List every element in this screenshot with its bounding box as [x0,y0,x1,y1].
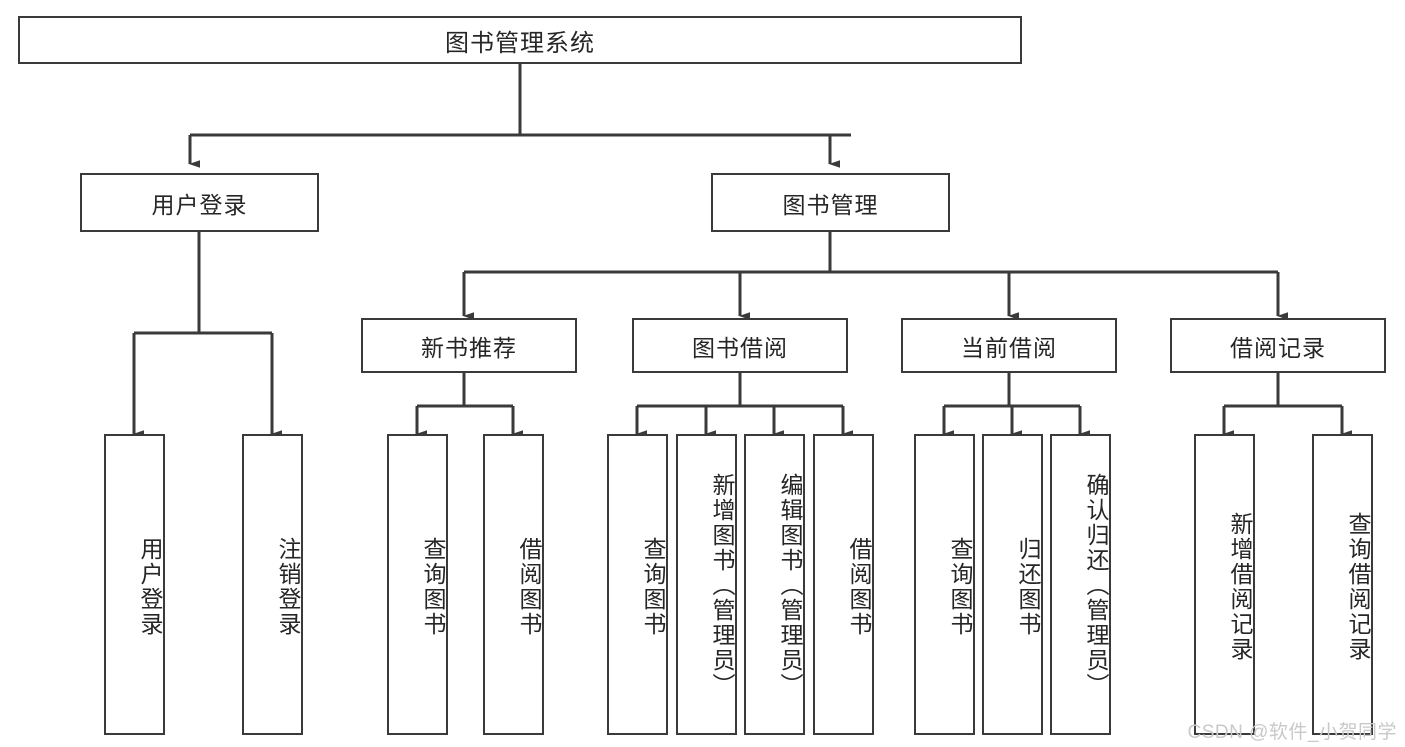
leaf-newbook-query-books[interactable]: 查询图书 [387,434,448,735]
node-root-system[interactable]: 图书管理系统 [18,16,1022,64]
node-borrow-records[interactable]: 借阅记录 [1170,318,1386,373]
leaf-records-query-record[interactable]: 查询借阅记录 [1312,434,1373,735]
node-user-login[interactable]: 用户登录 [80,173,319,232]
leaf-newbook-borrow-books[interactable]: 借阅图书 [483,434,544,735]
node-new-book-recommend[interactable]: 新书推荐 [361,318,577,373]
node-current-borrow[interactable]: 当前借阅 [901,318,1117,373]
leaf-borrow-borrow-books[interactable]: 借阅图书 [813,434,874,735]
leaf-current-return-books[interactable]: 归还图书 [982,434,1043,735]
leaf-borrow-add-book-admin[interactable]: 新增图书（管理员） [676,434,737,735]
leaf-borrow-query-books[interactable]: 查询图书 [607,434,668,735]
leaf-user-login[interactable]: 用户登录 [104,434,165,735]
leaf-records-add-record[interactable]: 新增借阅记录 [1194,434,1255,735]
node-book-borrow[interactable]: 图书借阅 [632,318,848,373]
leaf-borrow-edit-book-admin[interactable]: 编辑图书（管理员） [744,434,805,735]
node-book-management[interactable]: 图书管理 [711,173,950,232]
leaf-current-confirm-return-admin[interactable]: 确认归还（管理员） [1050,434,1111,735]
leaf-current-query-books[interactable]: 查询图书 [914,434,975,735]
leaf-logout-login[interactable]: 注销登录 [242,434,303,735]
csdn-watermark: CSDN @软件_小贺同学 [1187,722,1397,743]
